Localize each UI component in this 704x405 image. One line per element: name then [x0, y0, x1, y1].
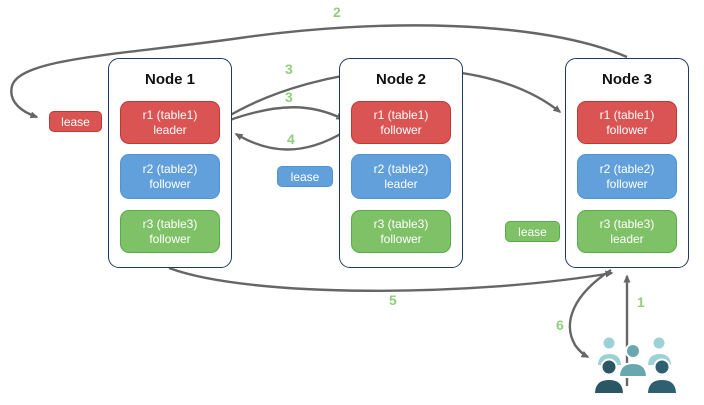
replica-label: r2 (table2): [142, 161, 198, 176]
arrow-step2: [10, 24, 628, 119]
node3-replica-r2: r2 (table2) follower: [577, 154, 677, 199]
lease-badge-r3: lease: [505, 221, 560, 242]
replica-label: r1 (table1): [599, 107, 655, 122]
step-label-5: 5: [389, 292, 397, 308]
lease-badge-r1: lease: [49, 111, 102, 132]
replica-label: r2 (table2): [373, 161, 429, 176]
node-3-title: Node 3: [601, 71, 652, 88]
step-label-6: 6: [556, 317, 564, 333]
node3-replica-r1: r1 (table1) follower: [577, 101, 677, 144]
step-label-3-upper: 3: [285, 61, 293, 77]
replica-label: r1 (table1): [373, 107, 429, 122]
arrow-step3-to-node2: [226, 106, 345, 123]
replica-role: leader: [153, 122, 187, 137]
replica-label: r1 (table1): [142, 107, 198, 122]
node-3: Node 3 r1 (table1) follower r2 (table2) …: [565, 58, 689, 268]
node-2-title: Node 2: [375, 71, 426, 88]
node-2: Node 2 r1 (table1) follower r2 (table2) …: [339, 58, 463, 268]
node1-replica-r1: r1 (table1) leader: [120, 101, 220, 144]
node2-replica-r3: r3 (table3) follower: [351, 210, 451, 253]
replica-role: follower: [380, 231, 422, 246]
replica-role: follower: [606, 176, 648, 191]
replica-label: r3 (table3): [373, 216, 429, 231]
replica-role: follower: [149, 231, 191, 246]
replica-label: r3 (table3): [142, 216, 198, 231]
users-icon: [592, 335, 679, 395]
step-label-4: 4: [287, 131, 295, 147]
node-1-title: Node 1: [144, 71, 195, 88]
arrow-step4: [234, 130, 345, 151]
replica-role: follower: [380, 122, 422, 137]
lease-badge-r2: lease: [277, 166, 333, 187]
replica-label: r2 (table2): [599, 161, 655, 176]
step-label-2: 2: [333, 4, 341, 20]
step-label-3-lower: 3: [285, 89, 293, 105]
arrow-step6: [568, 268, 612, 359]
step-label-1: 1: [637, 294, 645, 310]
replica-label: r3 (table3): [599, 216, 655, 231]
replica-role: leader: [610, 231, 644, 246]
arrow-step5: [168, 266, 614, 292]
node3-replica-r3: r3 (table3) leader: [577, 210, 677, 253]
replica-role: follower: [149, 176, 191, 191]
replica-role: follower: [606, 122, 648, 137]
node-1: Node 1 r1 (table1) leader r2 (table2) fo…: [108, 58, 232, 268]
node1-replica-r2: r2 (table2) follower: [120, 154, 220, 199]
node2-replica-r2: r2 (table2) leader: [351, 154, 451, 199]
node1-replica-r3: r3 (table3) follower: [120, 210, 220, 253]
node2-replica-r1: r1 (table1) follower: [351, 101, 451, 144]
replica-role: leader: [384, 176, 418, 191]
